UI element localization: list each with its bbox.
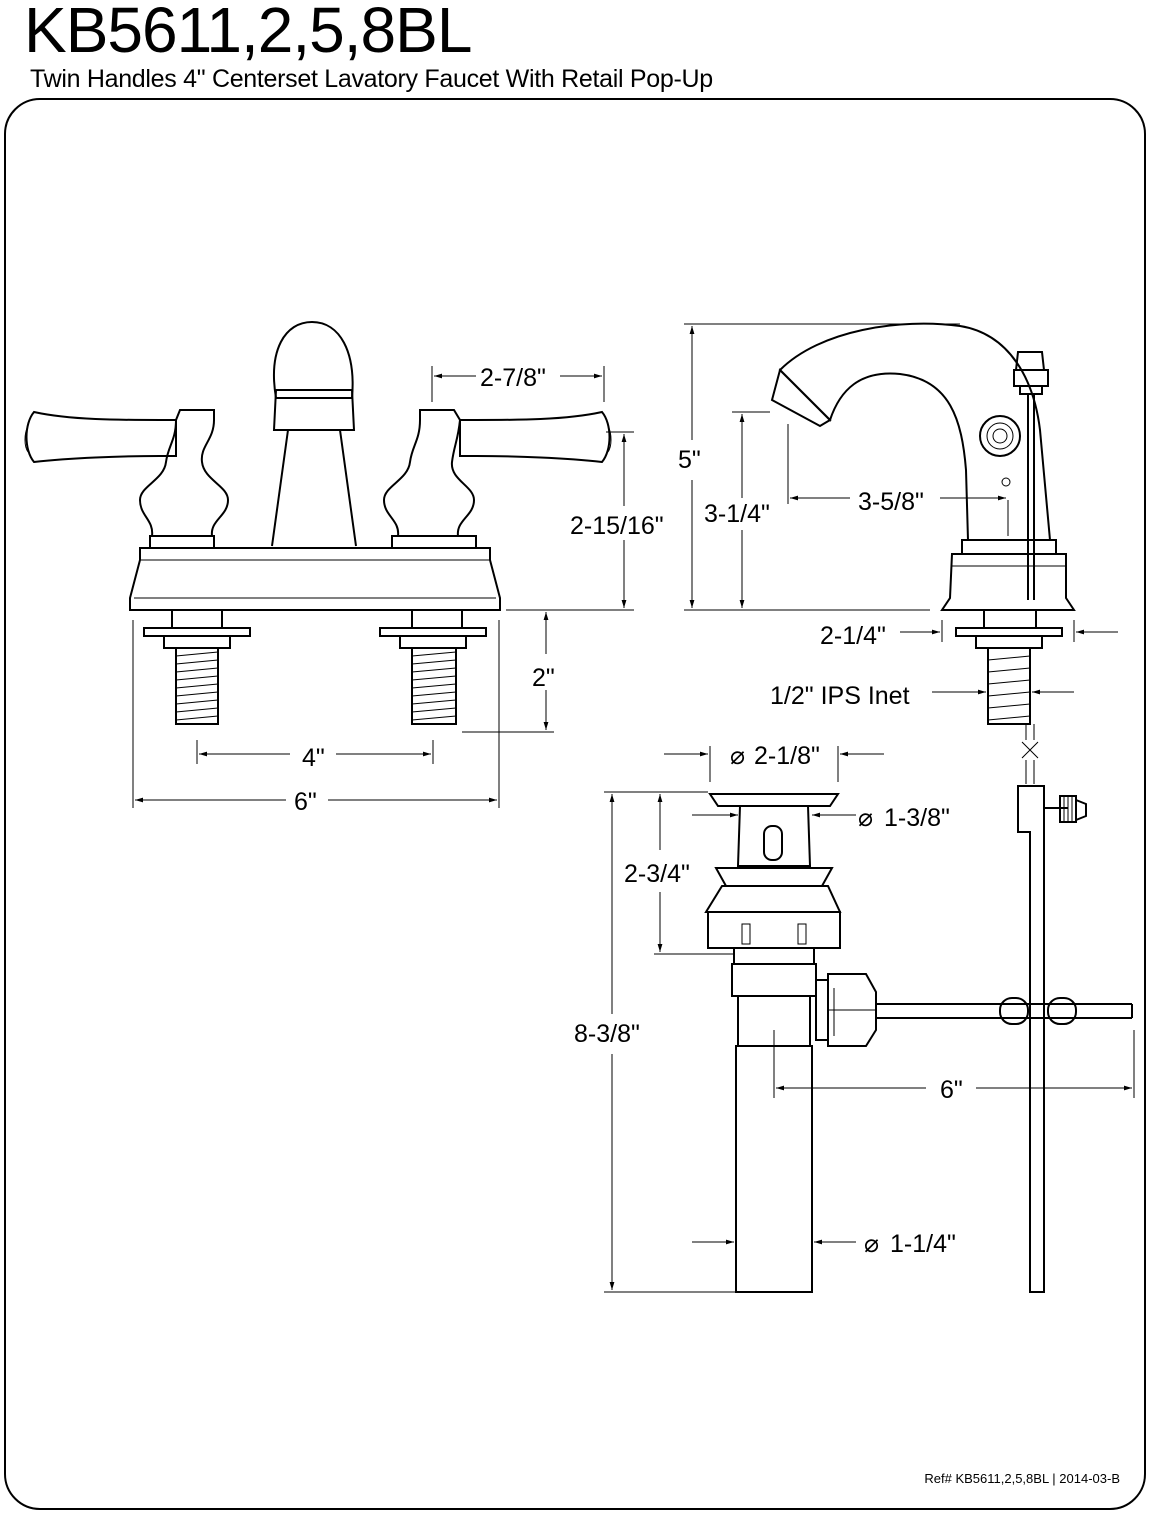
dim-center-spacing: 4" — [302, 744, 325, 772]
dim-handle-width: 2-7/8" — [480, 364, 546, 392]
left-handle — [24, 409, 230, 549]
model-number-title: KB5611,2,5,8BL — [24, 0, 472, 66]
dim-drain-total-height: 8-3/8" — [574, 1020, 640, 1048]
front-view-dimensions — [132, 366, 634, 808]
product-description: Twin Handles 4" Centerset Lavatory Fauce… — [30, 65, 713, 93]
dim-shank-length: 2" — [532, 664, 555, 692]
dim-drain-top-height: 2-3/4" — [624, 860, 690, 888]
dim-spout-reach: 3-5/8" — [858, 488, 924, 516]
drain-dimensions — [604, 746, 1135, 1293]
dim-overall-height: 5" — [678, 446, 701, 474]
dimension-labels: 2-7/8" 2-15/16" 2" 4" 6" 5" 3-1/4" 3-5/8… — [294, 364, 963, 1258]
dim-lift-rod-length: 6" — [940, 1076, 963, 1104]
diameter-symbol-2: ⌀ — [858, 804, 873, 832]
lift-rod-strap — [999, 785, 1087, 1293]
diameter-symbol-3: ⌀ — [864, 1230, 879, 1258]
side-view-faucet — [770, 322, 1076, 784]
front-view-faucet — [24, 320, 612, 725]
dim-handle-height: 2-15/16" — [570, 512, 664, 540]
dim-spout-height: 3-1/4" — [704, 500, 770, 528]
diameter-symbol-1: ⌀ — [730, 742, 745, 770]
reference-number: Ref# KB5611,2,5,8BL | 2014-03-B — [924, 1471, 1120, 1486]
pop-up-drain — [704, 793, 1133, 1293]
dim-overall-width: 6" — [294, 788, 317, 816]
dim-base-depth: 2-1/4" — [820, 622, 886, 650]
drawing-frame — [4, 98, 1146, 1510]
right-handle — [382, 409, 612, 549]
dim-drain-body: 1-3/8" — [884, 804, 950, 832]
dim-tailpiece: 1-1/4" — [890, 1230, 956, 1258]
dim-drain-flange: 2-1/8" — [754, 742, 820, 770]
dim-inlet: 1/2" IPS Inet — [770, 682, 910, 710]
side-view-dimensions — [684, 323, 1118, 695]
